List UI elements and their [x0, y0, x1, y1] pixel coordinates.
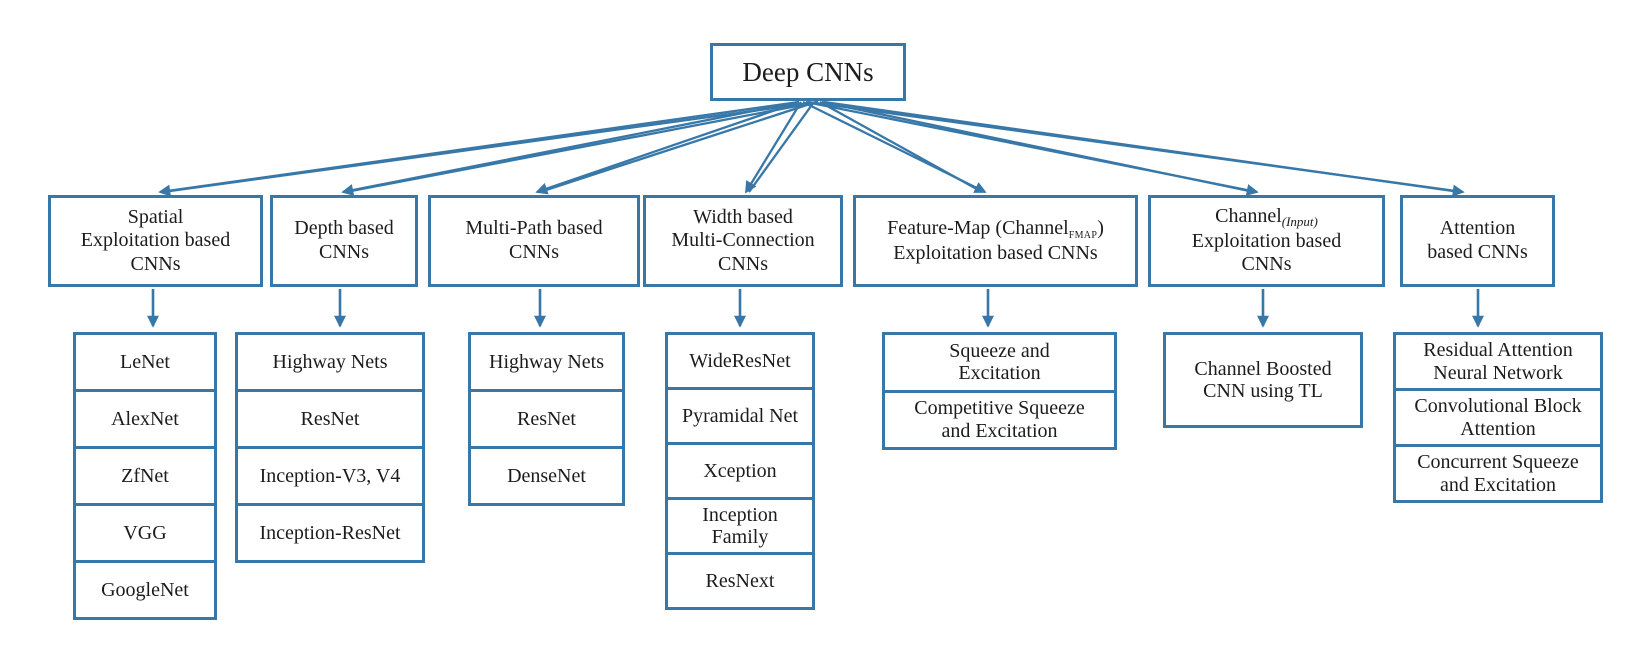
model-cell: ResNet: [235, 389, 425, 449]
model-cell: Xception: [665, 442, 815, 500]
arrow-root-to-depth: [341, 100, 819, 196]
label-subscript: (Input): [1281, 214, 1318, 230]
model-cell: ResNext: [665, 552, 815, 610]
model-cell: Inception-ResNet: [235, 503, 425, 563]
label-text: Channel: [1215, 205, 1282, 228]
model-cell: Residual Attention Neural Network: [1393, 332, 1603, 391]
stack-depth-models: Highway Nets ResNet Inception-V3, V4 Inc…: [235, 332, 425, 563]
model-cell: WideResNet: [665, 332, 815, 390]
category-label: Depth based CNNs: [294, 217, 394, 263]
stack-channelinput-models: Channel Boosted CNN using TL: [1163, 332, 1363, 428]
model-cell: DenseNet: [468, 446, 625, 506]
root-node-deep-cnns: Deep CNNs: [710, 43, 906, 101]
model-cell: Competitive Squeeze and Excitation: [882, 389, 1117, 450]
category-label: Attention based CNNs: [1427, 217, 1528, 263]
arrow-root-to-multipath: [535, 100, 817, 195]
category-label-line1: Channel(Input): [1215, 205, 1318, 229]
stack-attention-models: Residual Attention Neural Network Convol…: [1393, 332, 1603, 503]
model-cell: Highway Nets: [235, 332, 425, 392]
category-channel-input-exploitation: Channel(Input) Exploitation based CNNs: [1148, 195, 1385, 287]
arrow-root-to-featuremap: [802, 100, 987, 194]
category-label: Multi-Path based CNNs: [465, 217, 603, 263]
category-feature-map-exploitation: Feature-Map (ChannelFMAP) Exploitation b…: [853, 195, 1138, 287]
model-cell: ResNet: [468, 389, 625, 449]
category-spatial-exploitation: Spatial Exploitation based CNNs: [48, 195, 263, 287]
category-label: Width based Multi-Connection CNNs: [671, 205, 815, 275]
label-text: Feature-Map (Channel: [887, 216, 1069, 239]
model-cell: Concurrent Squeeze and Excitation: [1393, 444, 1603, 503]
category-label-line1: Feature-Map (ChannelFMAP): [887, 217, 1104, 242]
model-cell: Convolutional Block Attention: [1393, 388, 1603, 447]
category-label: Spatial Exploitation based CNNs: [80, 205, 231, 275]
model-cell: Squeeze and Excitation: [882, 332, 1117, 393]
category-width-based: Width based Multi-Connection CNNs: [643, 195, 843, 287]
stack-multipath-models: Highway Nets ResNet DenseNet: [468, 332, 625, 506]
model-cell: AlexNet: [73, 389, 217, 449]
arrow-root-to-width: [745, 101, 815, 194]
arrow-root-to-channelinput: [805, 100, 1259, 196]
stack-width-models: WideResNet Pyramidal Net Xception Incept…: [665, 332, 815, 610]
root-node-label: Deep CNNs: [742, 56, 874, 87]
arrow-root-to-spatial: [158, 100, 819, 197]
category-label-line2: Exploitation based CNNs: [893, 241, 1098, 264]
category-label: Feature-Map (ChannelFMAP) Exploitation b…: [887, 217, 1104, 265]
stack-featuremap-models: Squeeze and Excitation Competitive Squee…: [882, 332, 1117, 450]
label-subscript: FMAP: [1068, 229, 1098, 241]
model-cell: VGG: [73, 503, 217, 563]
category-depth-based: Depth based CNNs: [270, 195, 418, 287]
model-cell: Inception-V3, V4: [235, 446, 425, 506]
label-text: ): [1097, 216, 1104, 239]
model-cell: LeNet: [73, 332, 217, 392]
model-cell: Channel Boosted CNN using TL: [1163, 332, 1363, 428]
model-cell: Pyramidal Net: [665, 387, 815, 445]
category-multi-path: Multi-Path based CNNs: [428, 195, 640, 287]
category-label: Channel(Input) Exploitation based CNNs: [1192, 205, 1341, 277]
arrow-root-to-attention: [807, 100, 1465, 197]
model-cell: Highway Nets: [468, 332, 625, 392]
model-cell: GoogleNet: [73, 560, 217, 620]
category-label-line2: Exploitation based CNNs: [1191, 229, 1342, 276]
stack-spatial-models: LeNet AlexNet ZfNet VGG GoogleNet: [73, 332, 217, 620]
model-cell: Inception Family: [665, 497, 815, 555]
category-attention-based: Attention based CNNs: [1400, 195, 1555, 287]
model-cell: ZfNet: [73, 446, 217, 506]
